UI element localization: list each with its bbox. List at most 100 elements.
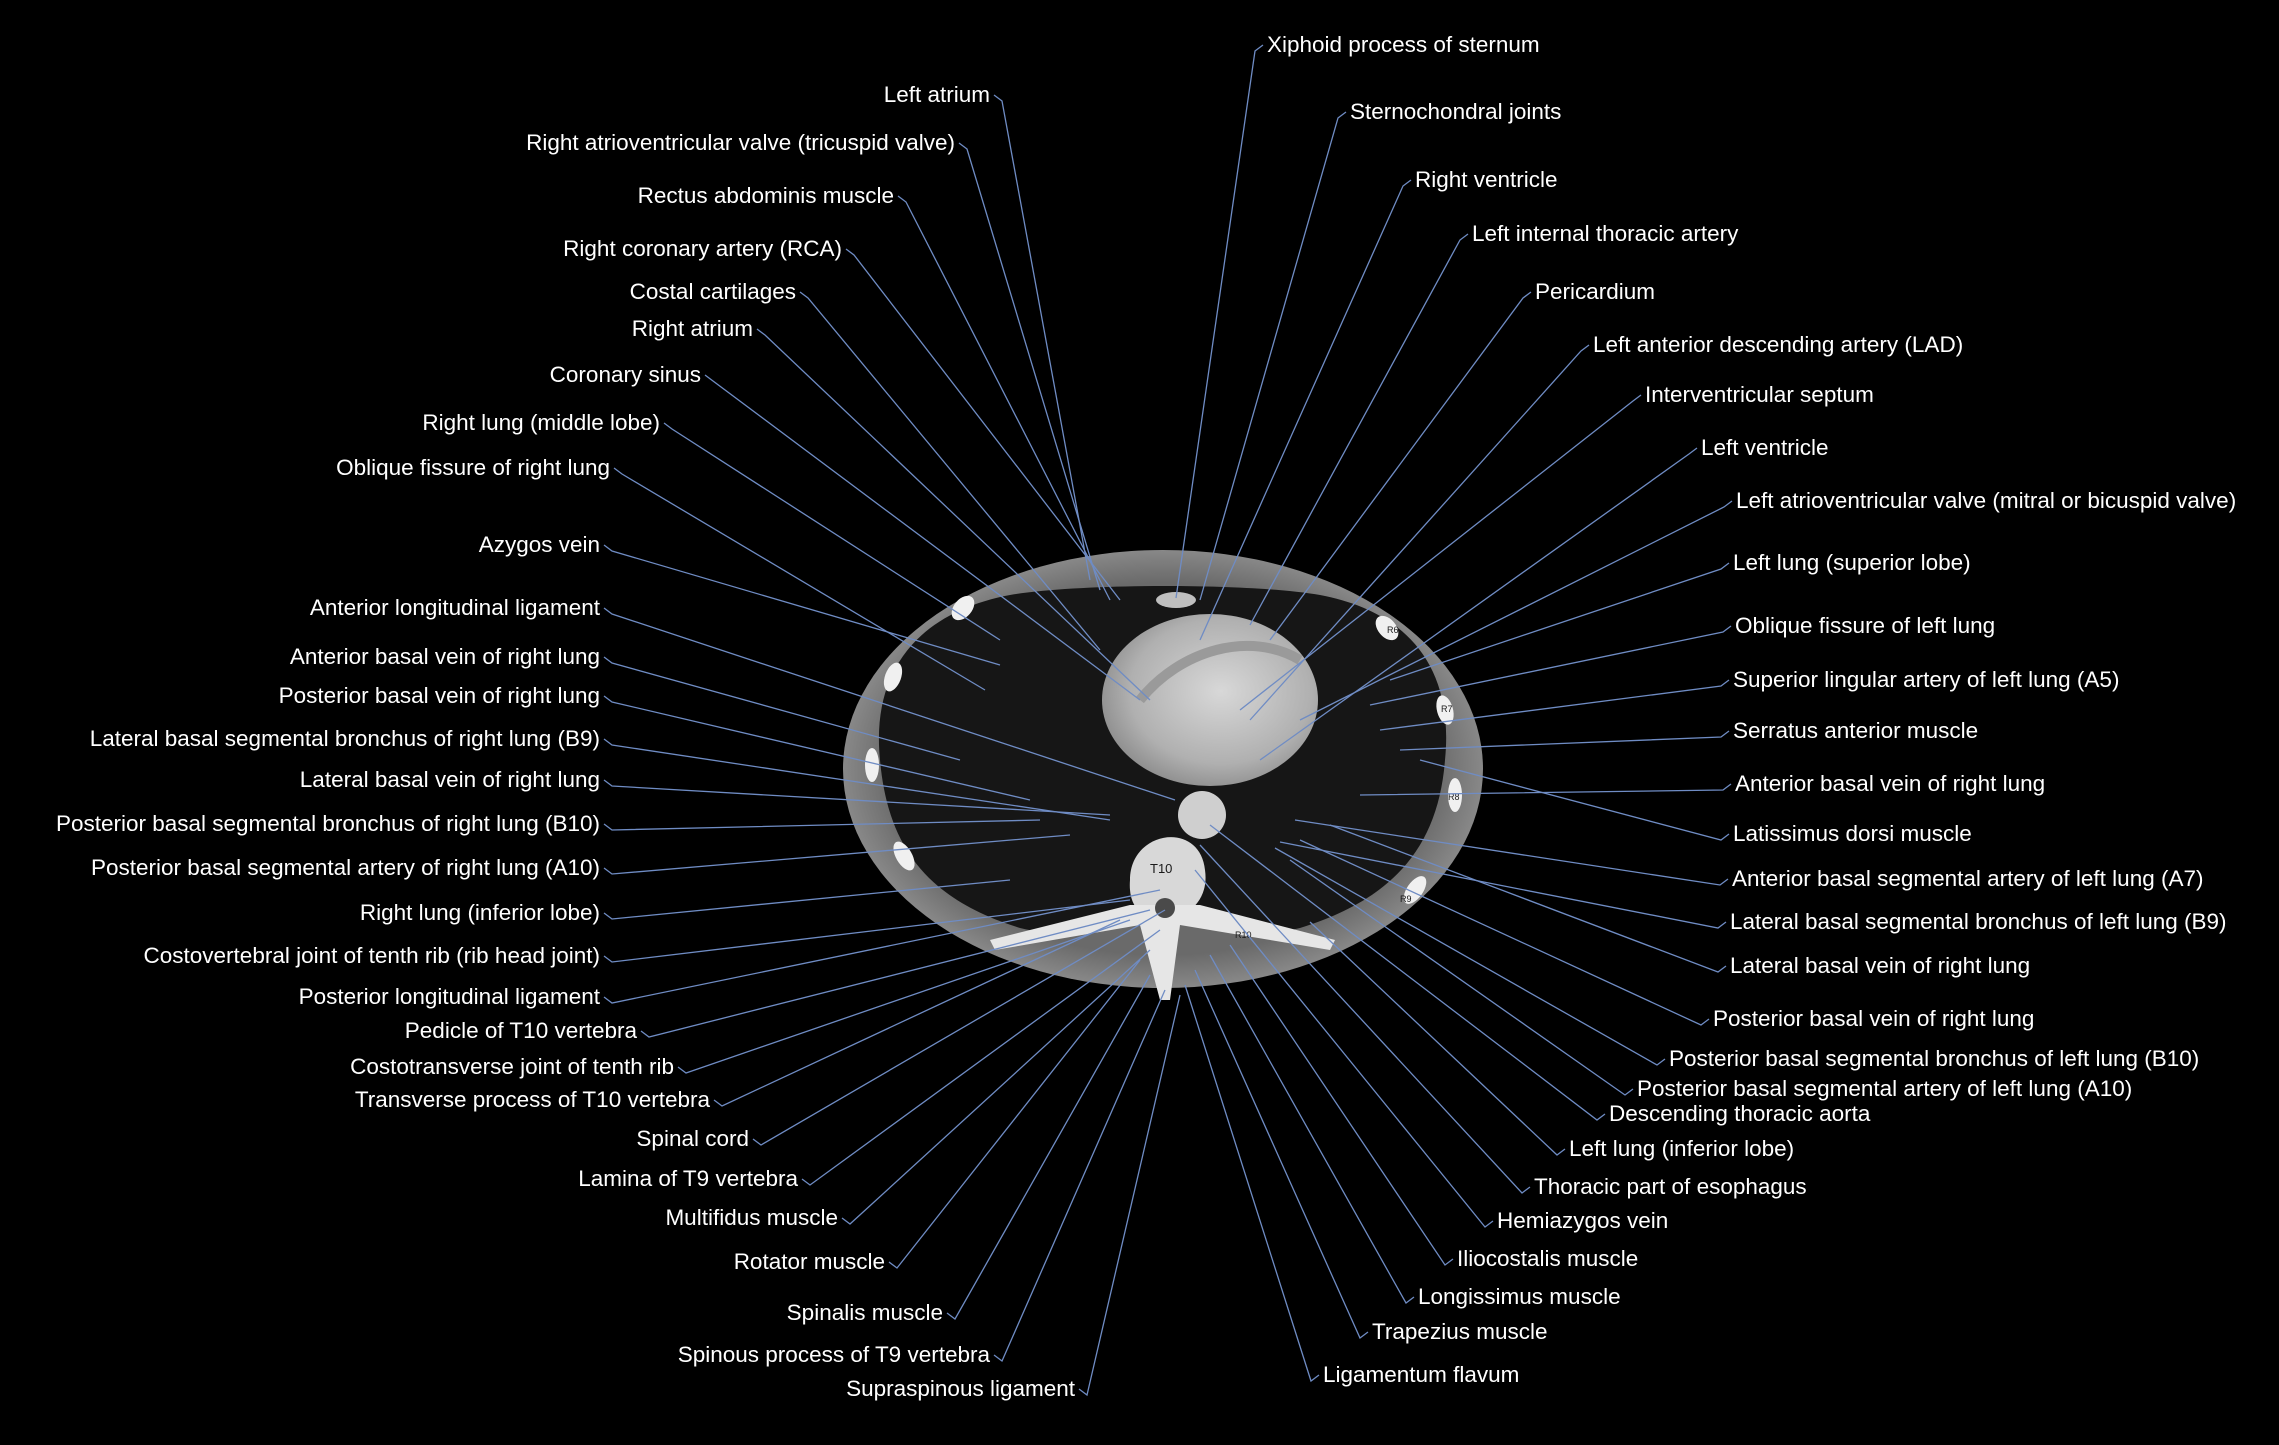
leader-line: [640, 909, 1151, 1038]
leader-line: [713, 919, 1121, 1107]
rib-label-r7: R7: [1441, 704, 1453, 714]
label-mitral-valve: Left atrioventricular valve (mitral or b…: [1736, 488, 2237, 513]
label-esophagus: Thoracic part of esophagus: [1534, 1174, 1807, 1199]
leader-line: [1389, 562, 1730, 681]
leader-line: [993, 94, 1091, 581]
label-anterior-basal-vein-right-2: Anterior basal vein of right lung: [1735, 771, 2046, 796]
label-costovertebral-joint: Costovertebral joint of tenth rib (rib h…: [143, 943, 600, 968]
label-rotator-muscle: Rotator muscle: [733, 1249, 885, 1274]
rib-left-anterior: [951, 595, 975, 621]
label-oblique-fissure-left: Oblique fissure of left lung: [1735, 613, 1996, 638]
leader-line: [801, 929, 1161, 1186]
label-left-lung-inferior-lobe: Left lung (inferior lobe): [1569, 1136, 1795, 1161]
leader-line: [1239, 394, 1642, 711]
label-ligamentum-flavum: Ligamentum flavum: [1323, 1362, 1520, 1387]
label-coronary-sinus: Coronary sinus: [549, 362, 701, 387]
leader-line: [756, 328, 1151, 701]
leader-line: [1199, 179, 1412, 641]
leader-line: [1078, 994, 1181, 1397]
label-b10-left: Posterior basal segmental bronchus of le…: [1669, 1046, 2200, 1071]
vertebral-body: [1129, 837, 1206, 920]
label-hemiazygos-vein: Hemiazygos vein: [1497, 1208, 1669, 1233]
label-latissimus-dorsi: Latissimus dorsi muscle: [1733, 821, 1972, 846]
label-iliocostalis: Iliocostalis muscle: [1457, 1246, 1639, 1271]
leader-line: [1379, 679, 1730, 731]
label-supraspinous-ligament: Supraspinous ligament: [846, 1376, 1075, 1401]
leader-line: [1369, 625, 1732, 706]
label-multifidus: Multifidus muscle: [665, 1205, 838, 1230]
label-pedicle-t10: Pedicle of T10 vertebra: [404, 1018, 637, 1043]
label-sternochondral: Sternochondral joints: [1350, 99, 1562, 124]
label-left-atrium: Left atrium: [883, 82, 990, 107]
leader-line: [1359, 783, 1732, 796]
leader-line: [799, 291, 1101, 651]
leader-line: [1299, 500, 1733, 721]
leader-line: [603, 607, 1176, 801]
leader-line: [603, 544, 1001, 666]
vertebra-label: T10: [1150, 861, 1172, 876]
leader-line: [603, 899, 1131, 963]
leader-line: [677, 919, 1131, 1074]
label-costal-cartilages: Costal cartilages: [629, 279, 796, 304]
label-tricuspid-valve: Right atrioventricular valve (tricuspid …: [526, 130, 955, 155]
leader-line: [1274, 847, 1666, 1066]
label-pericardium: Pericardium: [1535, 279, 1656, 304]
leader-line: [1184, 984, 1320, 1383]
label-right-lung-inferior-lobe: Right lung (inferior lobe): [359, 900, 600, 925]
leader-line: [993, 989, 1166, 1363]
heart: [1102, 614, 1318, 786]
label-serratus-anterior: Serratus anterior muscle: [1733, 718, 1979, 743]
label-right-atrium: Right atrium: [631, 316, 753, 341]
rib-left-lateral-2: [865, 748, 879, 782]
rib-right-lateral-3: [1403, 876, 1427, 904]
rib-right-lateral-1: [1436, 695, 1454, 725]
leader-line: [1269, 291, 1532, 641]
leader-line: [603, 738, 1111, 821]
rib-label-r8: R8: [1448, 792, 1460, 802]
label-azygos-vein: Azygos vein: [478, 532, 600, 557]
label-anterior-longitudinal-ligament: Anterior longitudinal ligament: [309, 595, 600, 620]
leader-line: [603, 889, 1161, 1004]
label-lad: Left anterior descending artery (LAD): [1593, 332, 1964, 357]
label-spinal-cord: Spinal cord: [636, 1126, 749, 1151]
leader-line: [663, 422, 1001, 641]
rib-left-lateral-3: [893, 841, 915, 871]
label-b10-right: Posterior basal segmental bronchus of ri…: [55, 811, 600, 836]
label-interventricular-septum: Interventricular septum: [1645, 382, 1874, 407]
leader-line: [1249, 233, 1469, 626]
label-a5-left: Superior lingular artery of left lung (A…: [1733, 667, 2120, 692]
label-b9-left: Lateral basal segmental bronchus of left…: [1730, 909, 2227, 934]
leader-line: [603, 879, 1011, 920]
leader-line: [1209, 824, 1606, 1121]
leader-line: [1199, 111, 1347, 601]
leader-line: [1309, 921, 1566, 1156]
label-a10-right: Posterior basal segmental artery of righ…: [91, 855, 600, 880]
rib-right-anterior: [1375, 615, 1399, 641]
leader-line: [1259, 447, 1698, 761]
label-spinalis: Spinalis muscle: [786, 1300, 943, 1325]
label-descending-aorta: Descending thoracic aorta: [1609, 1101, 1871, 1126]
leader-line: [603, 779, 1111, 816]
leader-line: [603, 834, 1071, 875]
label-rca: Right coronary artery (RCA): [563, 236, 842, 261]
label-xiphoid: Xiphoid process of sternum: [1267, 32, 1540, 57]
rib-left-lateral-1: [883, 662, 903, 692]
leader-line: [1299, 839, 1710, 1026]
leader-line: [1289, 859, 1634, 1096]
xiphoid-process: [1156, 592, 1196, 608]
label-lateral-basal-vein-right-2: Lateral basal vein of right lung: [1730, 953, 2031, 978]
leader-line: [613, 467, 986, 691]
rib-label-r10: R10: [1235, 930, 1252, 940]
leader-line: [1249, 344, 1590, 721]
label-left-lung-superior-lobe: Left lung (superior lobe): [1733, 550, 1971, 575]
leader-line: [603, 695, 1031, 801]
label-left-ventricle: Left ventricle: [1701, 435, 1829, 460]
leader-line: [1419, 759, 1730, 841]
label-a7-left: Anterior basal segmental artery of left …: [1732, 866, 2204, 891]
leader-line: [752, 909, 1166, 1146]
label-right-lung-middle-lobe: Right lung (middle lobe): [422, 410, 660, 435]
leader-line: [946, 974, 1151, 1320]
label-longissimus: Longissimus muscle: [1418, 1284, 1621, 1309]
